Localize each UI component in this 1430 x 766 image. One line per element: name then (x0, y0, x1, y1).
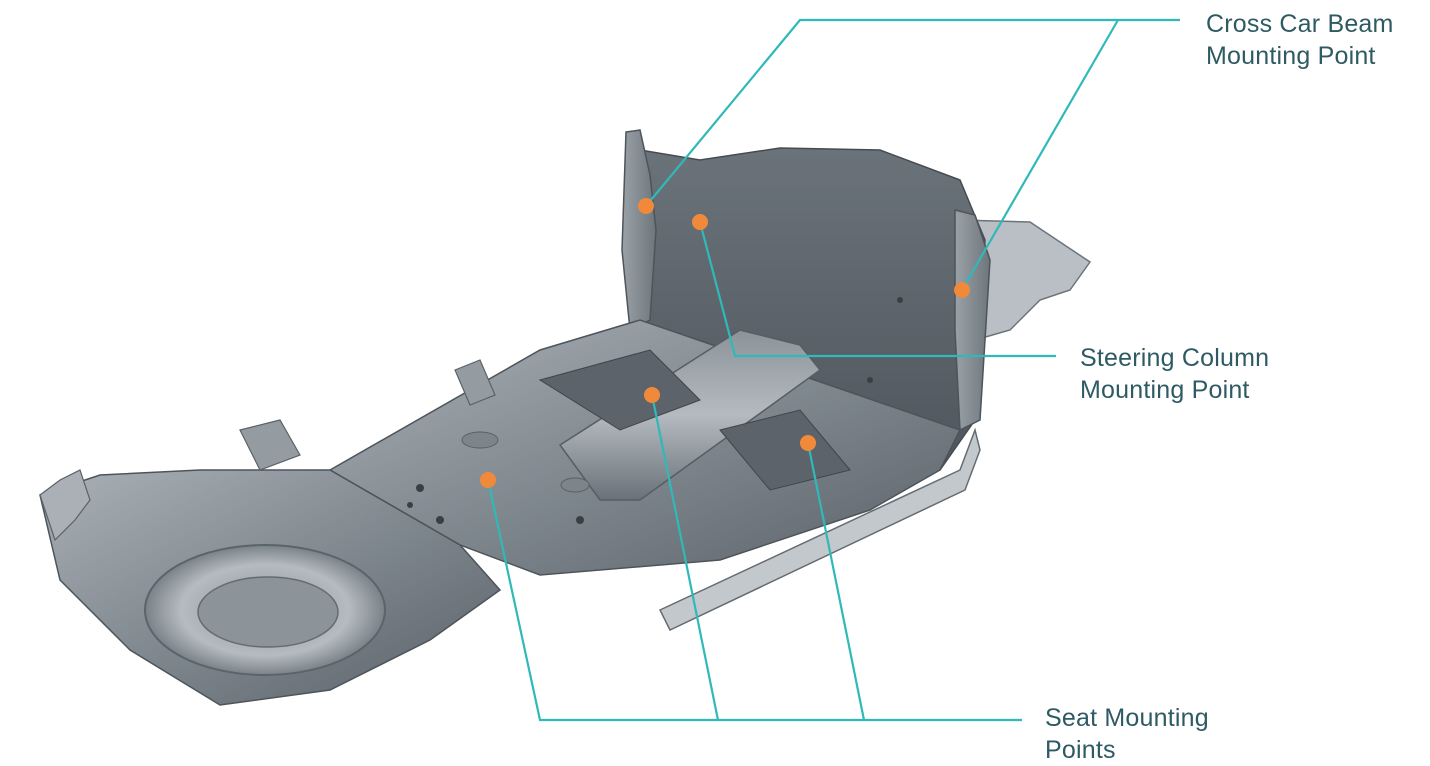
callout-seat-mounting-line2: Points (1045, 736, 1116, 764)
leader-line-seat-left (486, 479, 1022, 722)
leader-line-steering-column (698, 221, 1056, 358)
leader-line-cross-car-beam-left (645, 18, 1180, 207)
callout-seat-mounting-line1: Seat Mounting (1045, 704, 1209, 732)
mount-point-dot (692, 214, 708, 230)
mount-points (480, 198, 970, 488)
mount-point-dot (800, 435, 816, 451)
callout-steering-column-line2: Mounting Point (1080, 376, 1250, 404)
leader-line-cross-car-beam-right (961, 19, 1119, 291)
callout-cross-car-beam-line2: Mounting Point (1206, 42, 1376, 70)
callout-cross-car-beam-line1: Cross Car Beam (1206, 10, 1394, 38)
leader-line-seat-right (806, 442, 866, 721)
callout-cross-car-beam: Cross Car Beam Mounting Point (1206, 8, 1394, 72)
callout-seat-mounting: Seat Mounting Points (1045, 702, 1209, 766)
mount-point-dot (638, 198, 654, 214)
leader-line-seat-mid (650, 394, 720, 721)
vehicle-floor-assembly-illustration (39, 129, 1092, 706)
mount-point-dot (644, 387, 660, 403)
callout-steering-column-line1: Steering Column (1080, 344, 1270, 372)
leader-lines (486, 18, 1180, 722)
callout-steering-column: Steering Column Mounting Point (1080, 342, 1269, 406)
mount-point-dot (954, 282, 970, 298)
mount-point-dot (480, 472, 496, 488)
